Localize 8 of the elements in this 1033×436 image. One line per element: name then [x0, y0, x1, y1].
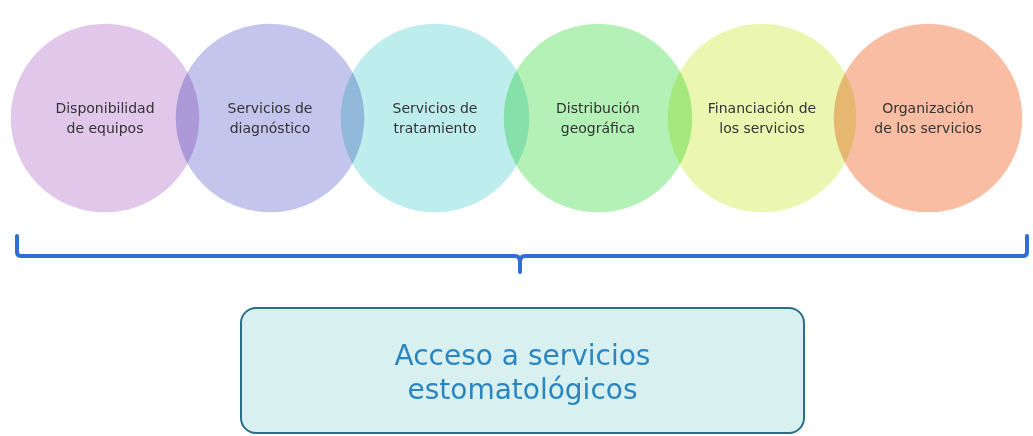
- box-label: Acceso a servicios estomatológicos: [393, 339, 652, 408]
- circle-label: Distribución geográfica: [555, 99, 641, 138]
- circle-label: Servicios de tratamiento: [391, 99, 479, 138]
- circle-label: Organización de los servicios: [873, 99, 983, 138]
- circle-label: Servicios de diagnóstico: [226, 99, 314, 138]
- result-box: [240, 307, 805, 434]
- circle-label: Disponibilidad de equipos: [54, 99, 156, 138]
- circle-label: Financiación de los servicios: [706, 99, 818, 138]
